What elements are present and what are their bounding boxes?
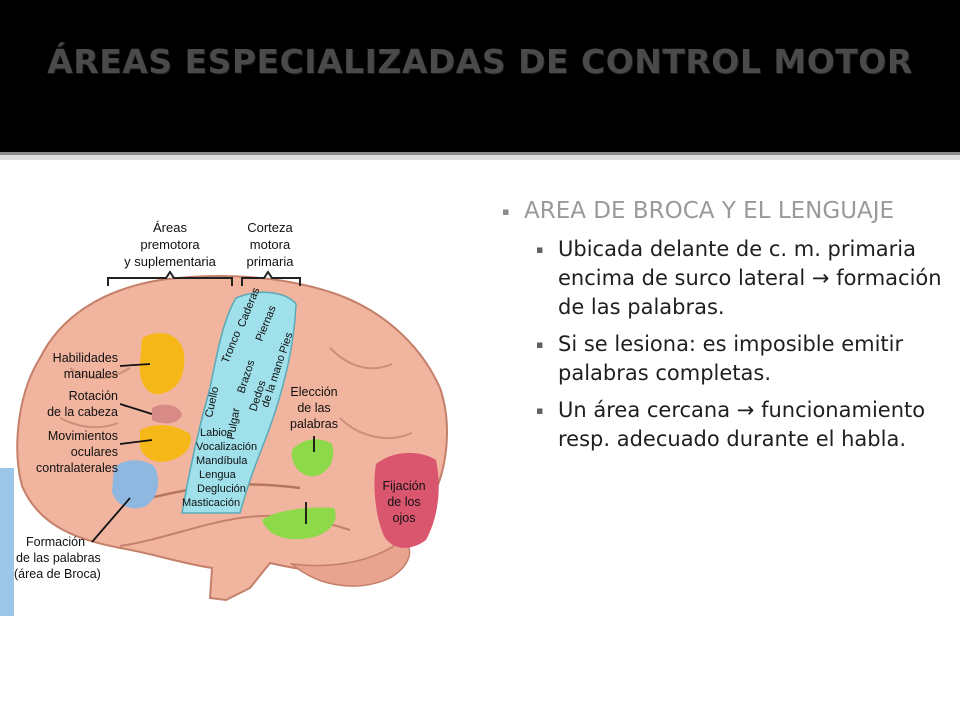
sulcus-1 <box>69 367 131 380</box>
sub-bullet-2-text: Si se lesiona: es imposible emitir palab… <box>558 332 904 385</box>
premotor-header-line-1: Áreas <box>153 220 187 235</box>
sub-bullet-3-text-a: Un área cercana <box>558 398 737 422</box>
label-manuales: manuales <box>64 367 118 381</box>
strip-label-pulgar: Pulgar <box>225 407 242 441</box>
strip-label-masticacion: Masticación <box>182 497 240 509</box>
premotor-header-line-3: y suplementaria <box>124 254 217 269</box>
eye-movements-area <box>139 425 191 462</box>
eye-fixation-area <box>374 452 439 548</box>
label-de-las: de las <box>297 401 330 415</box>
motor-header-line-3: primaria <box>247 254 295 269</box>
main-bullet: ▪ AREA DE BROCA Y EL LENGUAJE <box>502 196 942 227</box>
title-divider-shadow <box>0 155 960 160</box>
strip-label-labios: Labios <box>200 427 233 439</box>
title-divider <box>0 152 960 155</box>
label-ojos: ojos <box>393 511 416 525</box>
sub-bullet-1-text-b: formación de las palabras. <box>558 266 942 319</box>
arrow-icon: → <box>811 266 830 290</box>
word-choice-lower-area <box>262 507 336 540</box>
arrow-icon: → <box>736 398 755 422</box>
label-de-los: de los <box>387 495 420 509</box>
label-contralaterales: contralaterales <box>36 461 118 475</box>
head-rotation-area <box>152 404 182 424</box>
label-de-la-cabeza: de la cabeza <box>47 405 118 419</box>
label-fijacion: Fijación <box>382 479 425 493</box>
bullet-icon: ▪ <box>536 338 544 351</box>
motor-header-line-1: Corteza <box>247 220 293 235</box>
content-text: ▪ AREA DE BROCA Y EL LENGUAJE ▪ Ubicada … <box>502 196 942 462</box>
strip-label-vocalizacion: Vocalización <box>196 441 257 453</box>
bullet-icon: ▪ <box>536 404 544 417</box>
sub-bullet-3: ▪ Un área cercana → funcionamiento resp.… <box>536 396 942 454</box>
pointer-broca <box>91 497 131 543</box>
sub-bullet-3-text-b: funcionamiento resp. adecuado durante el… <box>558 398 926 451</box>
broca-area <box>112 460 159 509</box>
page-title: ÁREAS ESPECIALIZADAS DE CONTROL MOTOR <box>47 42 913 81</box>
sub-bullet-2: ▪ Si se lesiona: es imposible emitir pal… <box>536 330 942 388</box>
bullet-icon: ▪ <box>536 243 544 256</box>
word-choice-upper-area <box>291 439 334 477</box>
cerebellum <box>289 539 411 587</box>
pointer-head-rotation <box>119 403 153 415</box>
label-formacion: Formación <box>26 535 85 549</box>
title-bar: ÁREAS ESPECIALIZADAS DE CONTROL MOTOR <box>0 0 960 152</box>
bullet-icon: ▪ <box>502 205 510 218</box>
strip-label-lengua: Lengua <box>199 469 237 481</box>
sub-bullet-1-text-a: Ubicada delante de c. m. primaria encima… <box>558 237 917 290</box>
label-palabras: palabras <box>290 417 338 431</box>
hand-skills-area <box>139 333 185 395</box>
brain-diagram: Áreas premotora y suplementaria Corteza … <box>0 168 452 616</box>
label-habilidades: Habilidades <box>53 351 118 365</box>
label-de-las-palabras: de las palabras <box>16 551 101 565</box>
strip-label-deglucion: Deglución <box>197 483 246 495</box>
motor-header-line-2: motora <box>250 237 291 252</box>
strip-label-mandibula: Mandíbula <box>196 455 248 467</box>
premotor-brace <box>107 270 233 286</box>
sulcus-4 <box>339 417 413 439</box>
premotor-header-line-2: premotora <box>140 237 200 252</box>
label-eleccion: Elección <box>290 385 337 399</box>
brain-motor-areas-figure: Áreas premotora y suplementaria Corteza … <box>0 168 452 616</box>
sub-bullet-1: ▪ Ubicada delante de c. m. primaria enci… <box>536 235 942 322</box>
pointer-eye-movements <box>119 439 153 445</box>
sulcus-3 <box>329 347 393 370</box>
sulcus-2 <box>59 417 119 429</box>
pointer-hand-skills <box>119 363 151 367</box>
motor-brace <box>241 270 301 286</box>
photo-edge <box>0 468 14 616</box>
label-movimientos: Movimientos <box>48 429 118 443</box>
primary-motor-strip <box>181 291 297 514</box>
label-area-de-broca: (área de Broca) <box>14 567 101 581</box>
label-oculares: oculares <box>71 445 118 459</box>
main-bullet-text: AREA DE BROCA Y EL LENGUAJE <box>524 198 895 224</box>
label-rotacion: Rotación <box>69 389 118 403</box>
